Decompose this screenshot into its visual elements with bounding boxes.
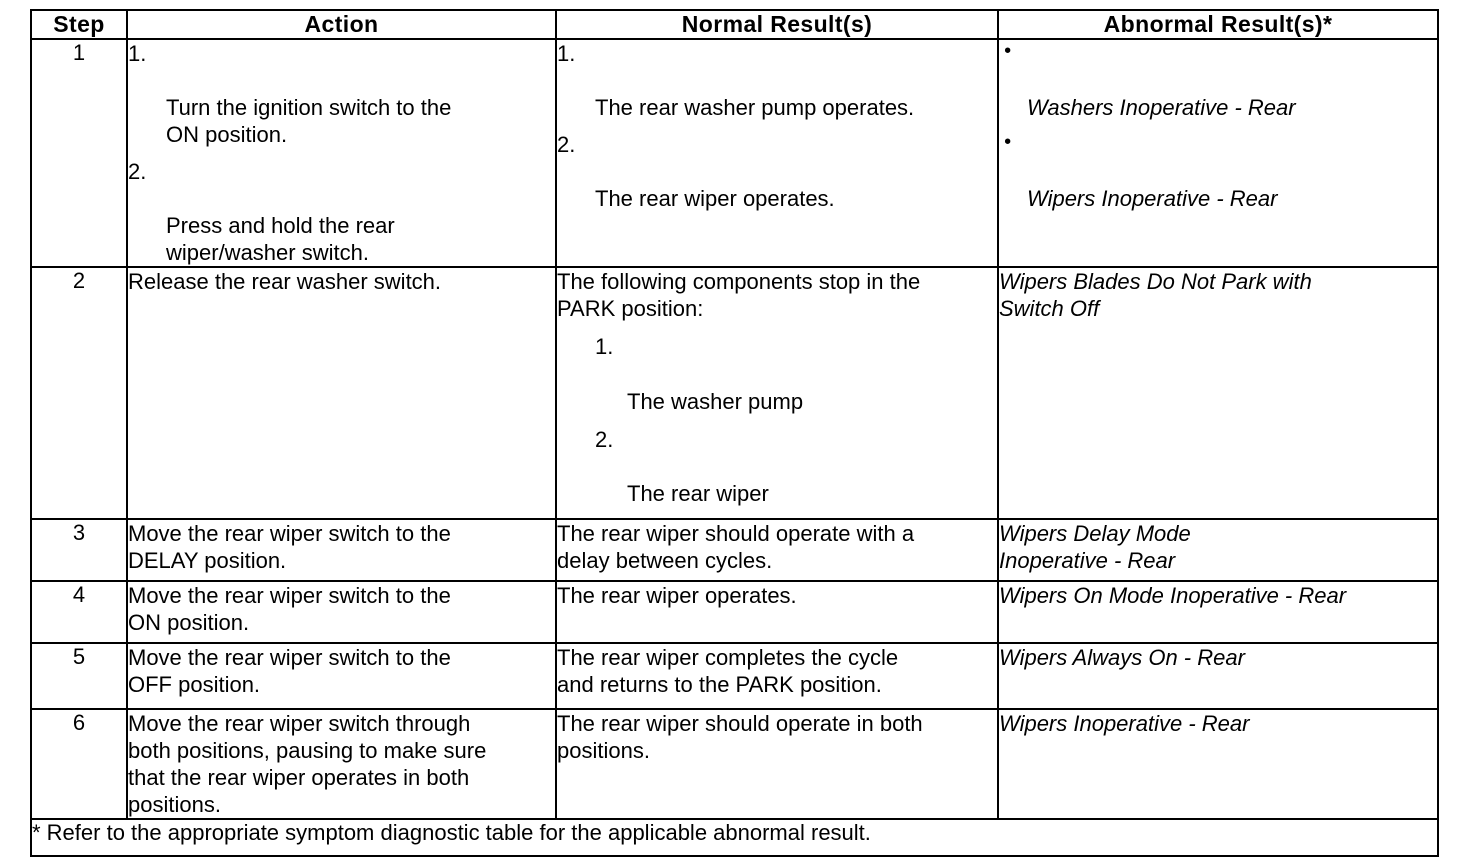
- normal-text: The rear wiper operates.: [557, 582, 797, 608]
- header-row: Step Action Normal Result(s) Abnormal Re…: [30, 9, 1439, 40]
- column-header-abnormal-results: Abnormal Result(s)*: [997, 9, 1439, 40]
- abnormal-result-cell: Wipers Always On - Rear: [997, 641, 1439, 710]
- abnormal-result-cell: Wipers Inoperative - Rear: [997, 707, 1439, 820]
- normal-result-cell: The rear wiper operates.: [555, 579, 999, 644]
- table-row: 6 Move the rear wiper switch through bot…: [30, 707, 1439, 820]
- step-number: 3: [30, 517, 128, 582]
- table-row: 4 Move the rear wiper switch to the ON p…: [30, 579, 1439, 644]
- step-number: 4: [30, 579, 128, 644]
- list-marker: 2.: [557, 132, 576, 158]
- table-body: 1 1. Turn the ignition switch to the ON …: [30, 37, 1439, 857]
- table-row: 3 Move the rear wiper switch to the DELA…: [30, 517, 1439, 582]
- diagnostic-table: Step Action Normal Result(s) Abnormal Re…: [30, 9, 1439, 857]
- list-item: 2. Press and hold the rear wiper/washer …: [128, 158, 555, 266]
- list-marker: 2.: [595, 426, 614, 452]
- list-marker: 1.: [595, 334, 614, 360]
- normal-ordered-list: 1. The washer pump 2. The rear wiper: [557, 333, 997, 506]
- column-header-step: Step: [30, 9, 128, 40]
- action-text: Move the rear wiper switch to the ON pos…: [128, 582, 451, 635]
- list-text: Press and hold the rear wiper/washer swi…: [166, 213, 395, 266]
- action-cell: Move the rear wiper switch through both …: [126, 707, 557, 820]
- action-text: Move the rear wiper switch through both …: [128, 710, 487, 817]
- bullet-icon: •: [1004, 40, 1012, 62]
- abnormal-text: Wipers On Mode Inoperative - Rear: [999, 582, 1347, 608]
- footnote-text: * Refer to the appropriate symptom diagn…: [30, 817, 1439, 857]
- action-cell: Move the rear wiper switch to the DELAY …: [126, 517, 557, 582]
- normal-result-cell: The rear wiper should operate in both po…: [555, 707, 999, 820]
- table-row: 2 Release the rear washer switch. The fo…: [30, 266, 1439, 520]
- list-marker: 1.: [128, 41, 147, 66]
- abnormal-result-cell: Wipers On Mode Inoperative - Rear: [997, 579, 1439, 644]
- abnormal-text: Wipers Always On - Rear: [999, 644, 1245, 670]
- list-item: 1. Turn the ignition switch to the ON po…: [128, 40, 555, 148]
- action-cell: 1. Turn the ignition switch to the ON po…: [126, 37, 557, 269]
- list-item: • Wipers Inoperative - Rear: [999, 131, 1437, 212]
- abnormal-result-cell: • Washers Inoperative - Rear • Wipers In…: [997, 37, 1439, 269]
- list-text: Turn the ignition switch to the ON posit…: [166, 95, 452, 148]
- normal-result-cell: The rear wiper completes the cycle and r…: [555, 641, 999, 710]
- list-text: The washer pump: [627, 388, 804, 414]
- column-header-normal-results: Normal Result(s): [555, 9, 999, 40]
- normal-intro-text: The following components stop in the PAR…: [557, 269, 921, 322]
- abnormal-text: Wipers Blades Do Not Park with Switch Of…: [999, 269, 1312, 322]
- list-item: 1. The washer pump: [595, 333, 997, 414]
- normal-ordered-list: 1. The rear washer pump operates. 2. The…: [557, 40, 997, 212]
- list-item: 2. The rear wiper: [595, 426, 997, 507]
- list-item: 2. The rear wiper operates.: [557, 131, 997, 212]
- abnormal-bullet-list: • Washers Inoperative - Rear • Wipers In…: [999, 40, 1437, 212]
- step-number: 5: [30, 641, 128, 710]
- normal-result-cell: The rear wiper should operate with a del…: [555, 517, 999, 582]
- action-ordered-list: 1. Turn the ignition switch to the ON po…: [128, 40, 555, 266]
- page-root: Step Action Normal Result(s) Abnormal Re…: [30, 9, 1439, 857]
- normal-result-cell: The following components stop in the PAR…: [555, 266, 999, 520]
- list-text: The rear wiper operates.: [595, 186, 835, 212]
- step-number: 2: [30, 266, 128, 520]
- list-text: Washers Inoperative - Rear: [1027, 95, 1296, 121]
- normal-text: The rear wiper completes the cycle and r…: [557, 644, 899, 697]
- footnote-row: * Refer to the appropriate symptom diagn…: [30, 817, 1439, 857]
- list-marker: 1.: [557, 41, 576, 66]
- list-text: The rear washer pump operates.: [595, 95, 915, 121]
- abnormal-result-cell: Wipers Blades Do Not Park with Switch Of…: [997, 266, 1439, 520]
- abnormal-text: Wipers Delay Mode Inoperative - Rear: [999, 520, 1191, 573]
- step-number: 1: [30, 37, 128, 269]
- action-text: Move the rear wiper switch to the OFF po…: [128, 644, 451, 697]
- normal-result-cell: 1. The rear washer pump operates. 2. The…: [555, 37, 999, 269]
- table-header: Step Action Normal Result(s) Abnormal Re…: [30, 9, 1439, 40]
- list-item: 1. The rear washer pump operates.: [557, 40, 997, 121]
- list-text: Wipers Inoperative - Rear: [1027, 186, 1278, 212]
- action-text: Move the rear wiper switch to the DELAY …: [128, 520, 451, 573]
- action-cell: Release the rear washer switch.: [126, 266, 557, 520]
- action-cell: Move the rear wiper switch to the OFF po…: [126, 641, 557, 710]
- list-item: • Washers Inoperative - Rear: [999, 40, 1437, 121]
- abnormal-text: Wipers Inoperative - Rear: [999, 710, 1250, 736]
- normal-text: The rear wiper should operate in both po…: [557, 710, 923, 763]
- table-row: 1 1. Turn the ignition switch to the ON …: [30, 37, 1439, 269]
- column-header-action: Action: [126, 9, 557, 40]
- list-marker: 2.: [128, 159, 147, 185]
- normal-text: The rear wiper should operate with a del…: [557, 520, 915, 573]
- table-row: 5 Move the rear wiper switch to the OFF …: [30, 641, 1439, 710]
- action-cell: Move the rear wiper switch to the ON pos…: [126, 579, 557, 644]
- list-text: The rear wiper: [627, 480, 769, 506]
- bullet-icon: •: [1004, 131, 1012, 154]
- action-text: Release the rear washer switch.: [128, 269, 442, 295]
- step-number: 6: [30, 707, 128, 820]
- abnormal-result-cell: Wipers Delay Mode Inoperative - Rear: [997, 517, 1439, 582]
